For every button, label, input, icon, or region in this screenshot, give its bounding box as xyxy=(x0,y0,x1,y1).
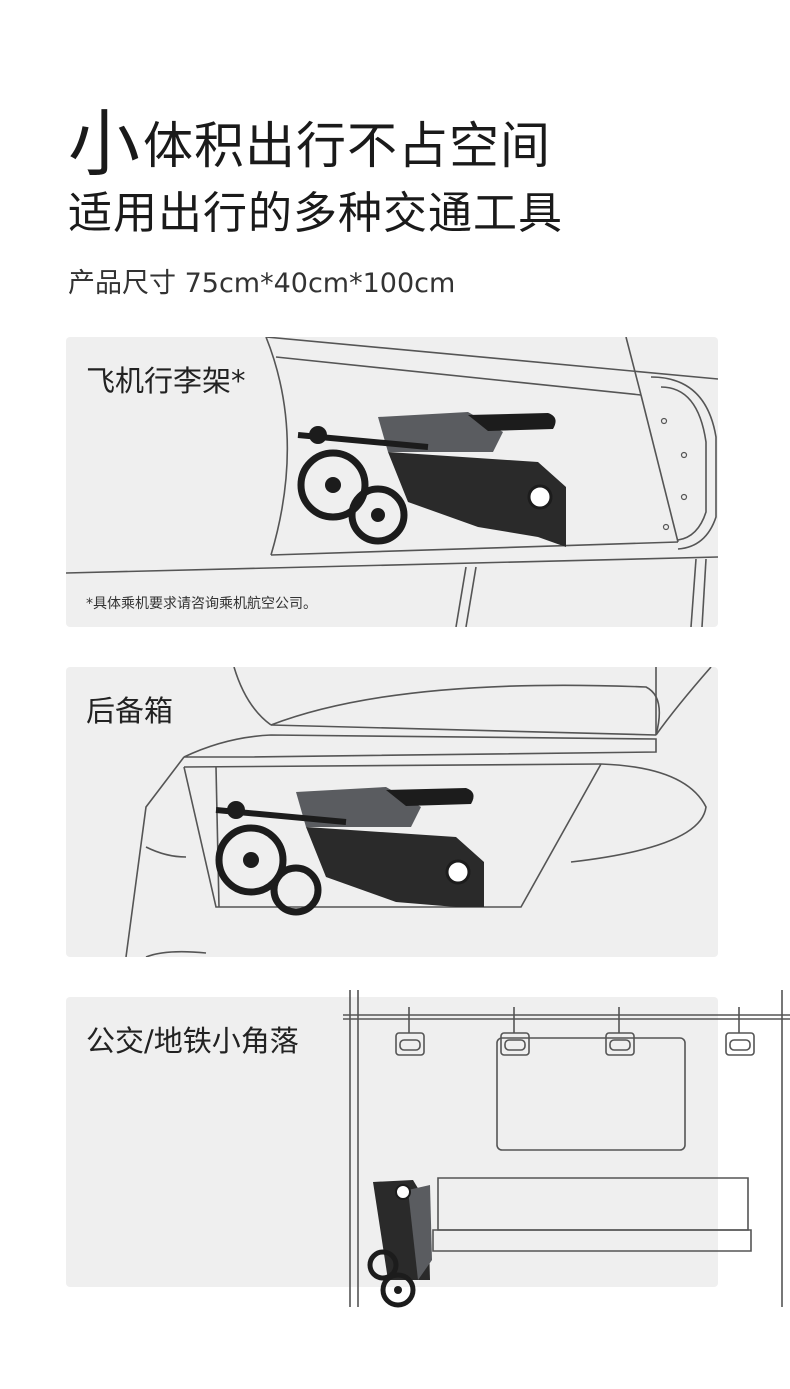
car-trunk-card: 后备箱 xyxy=(66,667,718,957)
airplane-bin-label: 飞机行李架* xyxy=(86,364,246,398)
headline-line-2: 适用出行的多种交通工具 xyxy=(68,188,563,239)
headline-line-1-text: 体积出行不占空间 xyxy=(143,117,552,175)
car-trunk-illustration xyxy=(125,667,712,957)
hanging-handles xyxy=(395,1007,755,1056)
bus-subway-label: 公交/地铁小角落 xyxy=(86,1024,299,1058)
airplane-bin-illustration xyxy=(66,337,718,627)
airline-disclaimer: *具体乘机要求请咨询乘机航空公司。 xyxy=(86,596,317,612)
hero-section: 小体积出行不占空间 适用出行的多种交通工具 产品尺寸 75cm*40cm*100… xyxy=(68,108,563,304)
car-trunk-label: 后备箱 xyxy=(86,694,174,728)
headline-big-char: 小 xyxy=(68,102,142,186)
headline-line-1: 小体积出行不占空间 xyxy=(68,108,563,182)
stroller-folded-upright-icon xyxy=(367,1180,432,1308)
airplane-bin-card: 飞机行李架* xyxy=(66,337,718,627)
bus-subway-illustration xyxy=(343,990,790,1308)
product-size-label: 产品尺寸 75cm*40cm*100cm xyxy=(68,268,456,299)
stroller-folded-icon xyxy=(215,787,484,916)
stroller-folded-icon xyxy=(297,412,566,547)
